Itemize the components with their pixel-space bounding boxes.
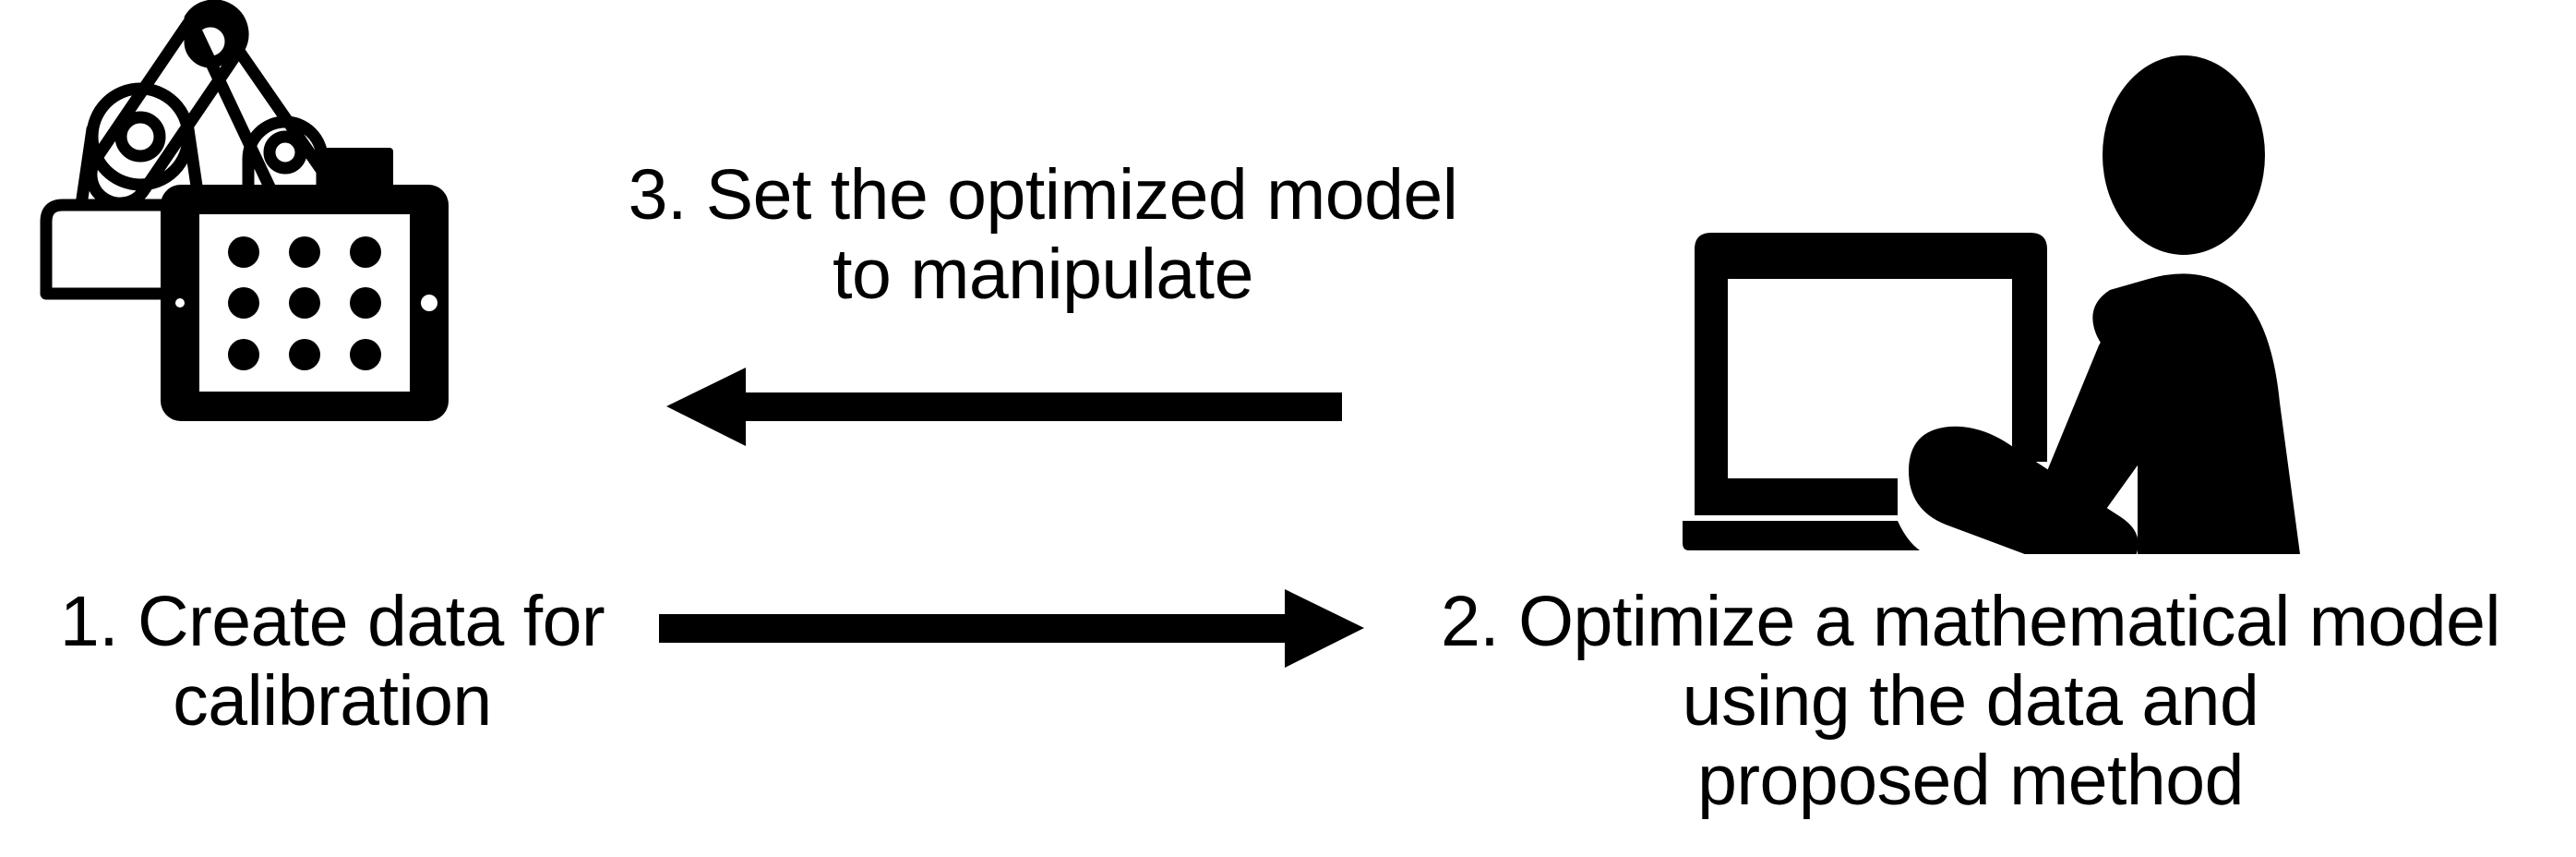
tablet-left-button [175, 298, 185, 308]
arrow-left-shape [666, 368, 1342, 446]
calibration-dot [289, 287, 320, 319]
robot-lower-link [85, 6, 246, 210]
calibration-dot [350, 287, 381, 319]
arrow-left-svg [666, 368, 1342, 446]
calibration-dot [350, 339, 381, 370]
calibration-dot [228, 287, 259, 319]
calibration-dot [350, 236, 381, 268]
step-1-caption: 1. Create data for calibration [59, 582, 605, 742]
calibration-dot [228, 339, 259, 370]
calibration-board-svg [161, 185, 449, 421]
arrow-left [661, 362, 1348, 454]
robot-shoulder-joint-inner [114, 111, 166, 163]
arrow-right [652, 580, 1372, 672]
laptop-deck [1695, 478, 1898, 515]
step-2-caption: 2. Optimize a mathematical model using t… [1440, 582, 2501, 821]
person-head [2103, 55, 2265, 255]
laptop-screen-frame [1695, 233, 2047, 499]
tablet-right-button [421, 295, 437, 311]
arrow-right-svg [659, 589, 1364, 668]
person-at-laptop-svg [1683, 55, 2300, 582]
calibration-dot [289, 339, 320, 370]
person-forearm-hand [1909, 426, 2139, 582]
step-3-caption: 3. Set the optimized model to manipulate [628, 155, 1458, 315]
calibration-dot [289, 236, 320, 268]
calibration-dot [228, 236, 259, 268]
robot-wrist-joint [263, 130, 307, 175]
arrow-right-shape [659, 589, 1364, 668]
calibration-dot-grid [228, 236, 381, 370]
person-at-laptop-icon [1632, 37, 2370, 582]
calibration-board-tablet [157, 181, 452, 481]
person-upper-arm [2039, 296, 2199, 531]
laptop-base [1683, 521, 1920, 550]
